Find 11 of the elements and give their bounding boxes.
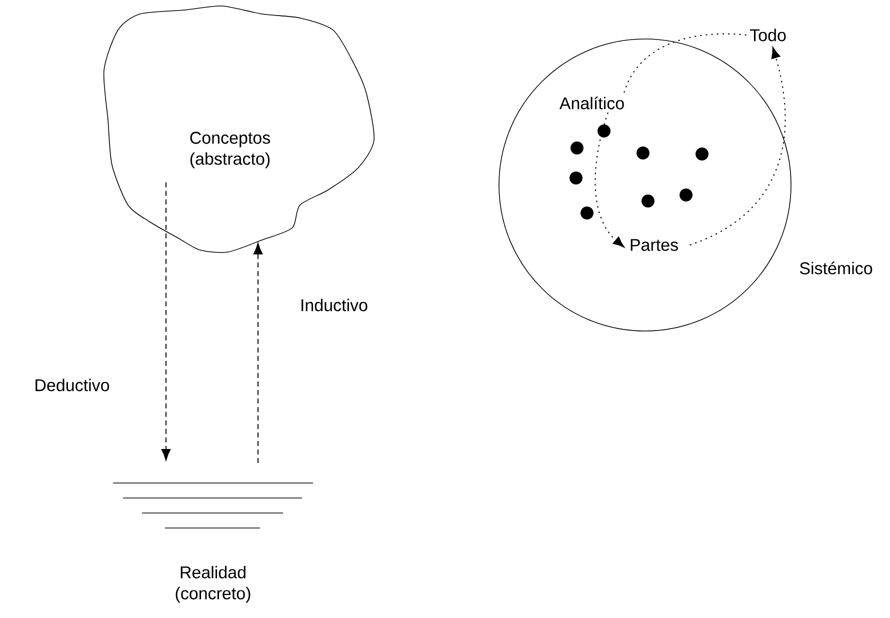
arrow <box>594 112 624 248</box>
text-label: Todo <box>750 28 786 42</box>
arrow <box>689 46 786 246</box>
edge-label: Inductivo <box>298 296 370 314</box>
text-label: Analítico <box>559 96 624 110</box>
circle-caption: Sistémico <box>800 262 872 274</box>
ground-lines: Realidad (concreto) <box>112 482 314 603</box>
arrow <box>161 182 171 460</box>
arrow <box>253 242 263 464</box>
text-label: Partes <box>630 239 678 251</box>
edge-label: Deductivo <box>32 376 112 394</box>
